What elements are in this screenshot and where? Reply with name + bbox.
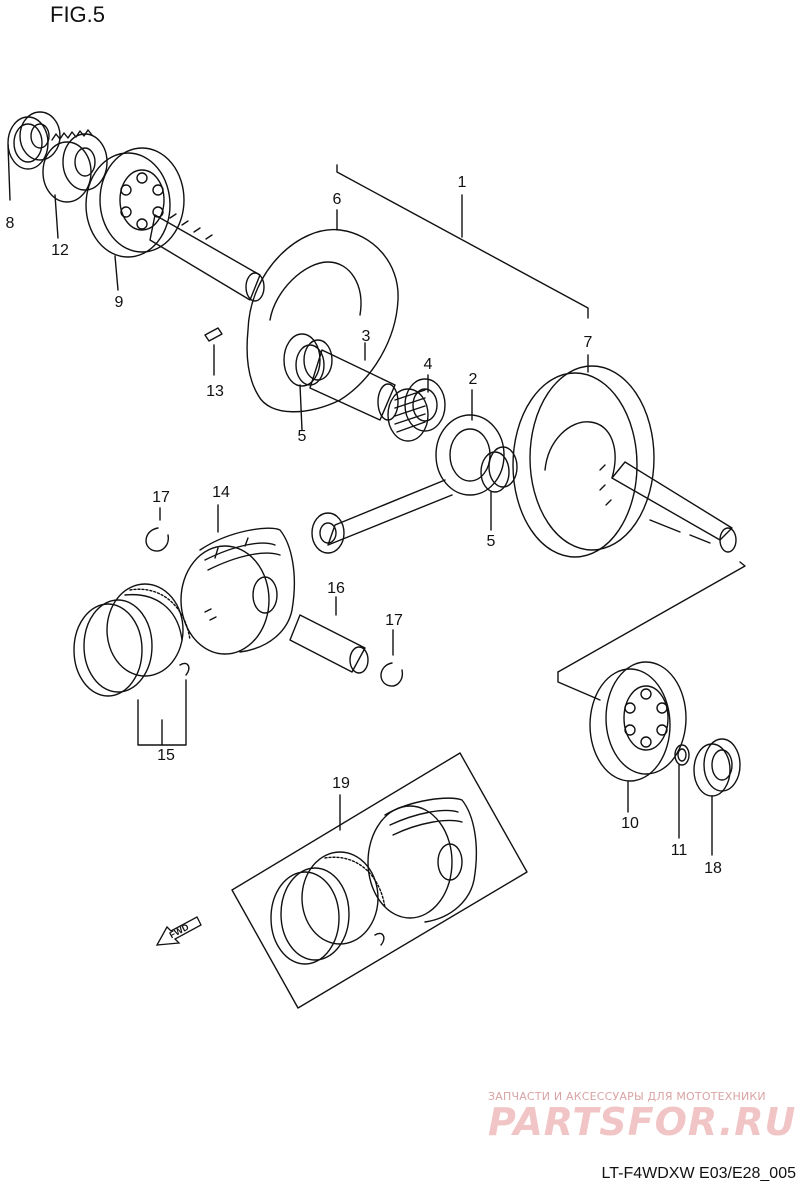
part-9-bearing (85, 147, 185, 291)
callout-9: 9 (114, 294, 124, 311)
crankshaft-right-shaft (599, 461, 737, 553)
part-17-circlip-left (145, 507, 169, 552)
callout-5-right: 5 (486, 533, 496, 550)
assembly-1-bracket (336, 164, 589, 319)
part-14-piston (180, 504, 296, 655)
fwd-arrow-icon: FWD (155, 916, 202, 946)
part-7-right-crank-web (512, 354, 655, 558)
callout-14: 14 (212, 484, 230, 501)
callout-3: 3 (361, 328, 371, 345)
bearing-group-bracket (557, 561, 746, 701)
callout-19: 19 (332, 775, 350, 792)
part-4-needle-bearing (387, 374, 446, 442)
part-3-crank-pin (309, 342, 399, 421)
callout-16: 16 (327, 580, 345, 597)
callout-10: 10 (621, 815, 639, 832)
callout-12: 12 (51, 242, 69, 259)
part-17-circlip-right (380, 629, 404, 687)
part-10-bearing (589, 661, 687, 813)
part-11-o-ring (674, 744, 690, 839)
callout-15: 15 (157, 747, 175, 764)
part-12-gear (42, 129, 108, 239)
part-6-left-crank-web (246, 209, 399, 413)
callout-8: 8 (5, 215, 15, 232)
part-15-piston-rings (73, 583, 191, 746)
callout-11: 11 (670, 842, 688, 859)
watermark-tagline: ЗАПЧАСТИ И АКСЕССУАРЫ ДЛЯ МОТОТЕХНИКИ (488, 1090, 766, 1103)
diagram-code: LT-F4WDXW E03/E28_005 (601, 1165, 796, 1182)
callout-13: 13 (206, 383, 224, 400)
callout-1: 1 (457, 174, 467, 191)
part-16-piston-pin (289, 596, 369, 674)
part-5-thrust-washer-right (480, 446, 518, 531)
part-13-key (204, 327, 223, 376)
part-5-thrust-washer-left (295, 339, 333, 431)
part-18-oil-seal (693, 738, 741, 856)
watermark-logo: PARTSFOR.RU (488, 1100, 797, 1144)
callout-17-left: 17 (152, 489, 170, 506)
callout-7: 7 (583, 334, 593, 351)
callout-6: 6 (332, 191, 342, 208)
figure-title: FIG.5 (50, 2, 106, 27)
part-2-connecting-rod (311, 389, 505, 554)
callout-17-right: 17 (385, 612, 403, 629)
callout-4: 4 (423, 356, 433, 373)
callout-18: 18 (704, 860, 722, 877)
crankshaft-left-shaft (149, 213, 265, 302)
callout-5-left: 5 (297, 428, 307, 445)
part-19-piston-ring-set (231, 752, 528, 1009)
callout-2: 2 (468, 371, 478, 388)
part-8-oil-seal (7, 111, 61, 201)
